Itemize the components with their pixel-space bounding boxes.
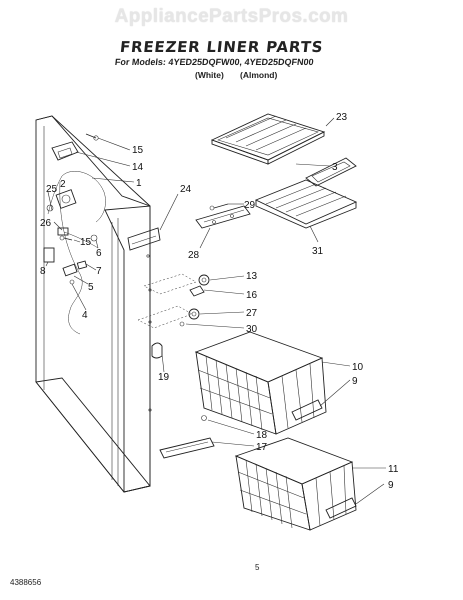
callout-27: 27: [246, 308, 258, 319]
part-8-bracket: [43, 247, 55, 263]
callout-15-lower: 15: [80, 237, 92, 248]
part-26-sensor: [57, 227, 69, 236]
variant-almond-label: (Almond): [240, 70, 278, 80]
callout-26: 26: [40, 218, 52, 229]
callout-30: 30: [246, 324, 258, 335]
part-11-lower-basket: [234, 437, 357, 531]
part-19-clip: [151, 342, 163, 359]
part-31-wire-shelf: [254, 179, 358, 229]
callout-13: 13: [246, 271, 258, 282]
document-number: 4388656: [10, 578, 42, 587]
part-17-basket-rail: [159, 437, 215, 459]
callout-25: 25: [46, 184, 58, 195]
site-watermark-header: AppliancePartsPros.com: [114, 6, 349, 27]
callout-23: 23: [336, 112, 348, 123]
part-30-screw: [179, 321, 185, 327]
callout-15-top: 15: [132, 145, 144, 156]
part-13-support: [198, 274, 210, 286]
callout-31: 31: [312, 246, 324, 257]
callout-24: 24: [180, 184, 192, 195]
part-15-screw-top: [85, 133, 99, 141]
callout-14: 14: [132, 162, 144, 173]
part-6-clip: [90, 234, 98, 242]
part-5-light-socket: [62, 263, 78, 285]
callout-9-upper: 9: [352, 376, 358, 387]
callout-19: 19: [158, 372, 170, 383]
callout-8: 8: [40, 266, 46, 277]
callout-11: 11: [388, 464, 399, 475]
page-number: 5: [255, 563, 260, 572]
callout-17: 17: [256, 442, 268, 453]
part-23-shelf: [210, 113, 326, 165]
callout-4: 4: [82, 310, 88, 321]
callout-29: 29: [244, 200, 256, 211]
part-10-upper-basket: [194, 331, 327, 435]
part-3-shelf-frame: [305, 157, 357, 187]
callout-3: 3: [332, 162, 338, 173]
callout-6: 6: [96, 248, 102, 259]
callout-2: 2: [60, 179, 66, 190]
part-18-screw: [201, 415, 207, 421]
callout-18: 18: [256, 430, 268, 441]
freezer-liner-drawing: [35, 115, 152, 493]
callout-28: 28: [188, 250, 200, 261]
part-9-basket-handle-upper: [291, 399, 323, 421]
part-28-shelf-bracket: [195, 205, 251, 229]
part-9-basket-handle-lower: [325, 497, 357, 519]
mounting-guide-lower: [137, 305, 193, 329]
part-29-screw: [209, 203, 229, 211]
mounting-guide-upper: [143, 273, 197, 295]
part-16-support: [189, 285, 205, 297]
variant-white-label: (White): [195, 70, 224, 80]
callout-10: 10: [352, 362, 364, 373]
part-7-switch: [76, 260, 88, 270]
callout-16: 16: [246, 290, 258, 301]
part-24-rail: [127, 227, 161, 251]
part-14-cover: [51, 141, 79, 161]
callout-9-lower: 9: [388, 480, 394, 491]
part-27-support: [188, 308, 200, 320]
callout-5: 5: [88, 282, 94, 293]
part-15-screw-lower: [59, 235, 73, 241]
callout-labels: 15 14 1 24 23 3 29 31 28 13 16 27 30 19 …: [40, 112, 399, 491]
callout-7: 7: [96, 266, 102, 277]
callout-1: 1: [136, 178, 142, 189]
leader-lines: [45, 117, 386, 505]
wiring-harness: [47, 171, 106, 335]
part-2-control: [46, 189, 77, 212]
